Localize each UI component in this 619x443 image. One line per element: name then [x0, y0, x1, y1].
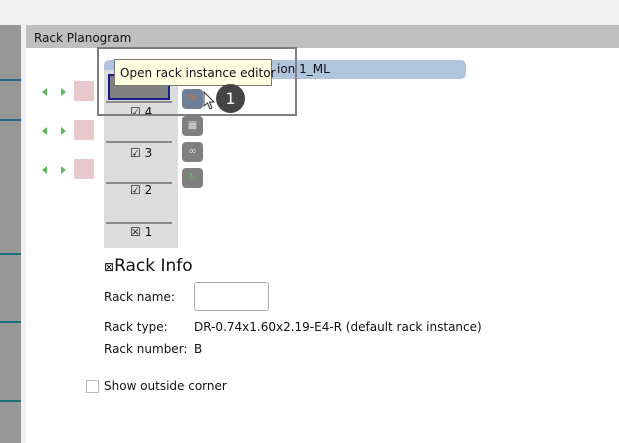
slot-marker[interactable]	[74, 159, 94, 179]
shelf-label-1[interactable]: ☒ 1	[130, 225, 153, 239]
move-left-icon[interactable]	[42, 88, 47, 96]
move-right-icon[interactable]	[61, 88, 66, 96]
rack-number-label: Rack number:	[104, 342, 188, 356]
refresh-button[interactable]: ↻	[182, 168, 203, 188]
rack-number-value: B	[194, 342, 203, 356]
show-outside-corner-checkbox[interactable]	[86, 380, 99, 393]
glasses-icon: ∞	[188, 146, 197, 157]
grid-icon: ▦	[187, 120, 198, 131]
move-left-icon[interactable]	[42, 166, 47, 174]
rack-section-label: ion 1_ML	[277, 62, 330, 76]
move-right-icon[interactable]	[61, 166, 66, 174]
rack-info-icon: ⊠	[104, 260, 115, 274]
panel-title: Rack Planogram	[26, 25, 619, 48]
slot-marker[interactable]	[74, 120, 94, 140]
left-side-panel	[0, 25, 21, 443]
move-left-icon[interactable]	[42, 127, 47, 135]
rack-type-label: Rack type:	[104, 320, 168, 334]
show-outside-corner-label[interactable]: Show outside corner	[104, 379, 227, 393]
view-button[interactable]: ∞	[182, 142, 203, 162]
shelf-label-4[interactable]: ☑ 4	[130, 105, 153, 119]
rack-info-title: ⊠Rack Info	[104, 256, 193, 276]
shelf-label-2[interactable]: ☑ 2	[130, 183, 153, 197]
grid-button[interactable]: ▦	[182, 116, 203, 136]
rack-name-input[interactable]	[194, 282, 269, 311]
step-badge: 1	[216, 84, 245, 113]
rack-name-label: Rack name:	[104, 290, 175, 304]
cursor-icon	[203, 91, 216, 110]
refresh-icon: ↻	[188, 172, 197, 183]
highlight-box	[97, 47, 297, 116]
rack-type-value: DR-0.74x1.60x2.19-E4-R (default rack ins…	[194, 320, 482, 334]
slot-marker[interactable]	[74, 81, 94, 101]
tooltip: Open rack instance editor	[114, 59, 275, 86]
move-right-icon[interactable]	[61, 127, 66, 135]
edit-icon: ✎	[188, 93, 197, 104]
edit-rack-button[interactable]: ✎	[182, 89, 203, 109]
rack-planogram-panel: Rack Planogram ion 1_ML ☑ 4 ☑ 3 ☑ 2 ☒ 1 …	[26, 25, 619, 443]
shelf-label-3[interactable]: ☑ 3	[130, 146, 153, 160]
